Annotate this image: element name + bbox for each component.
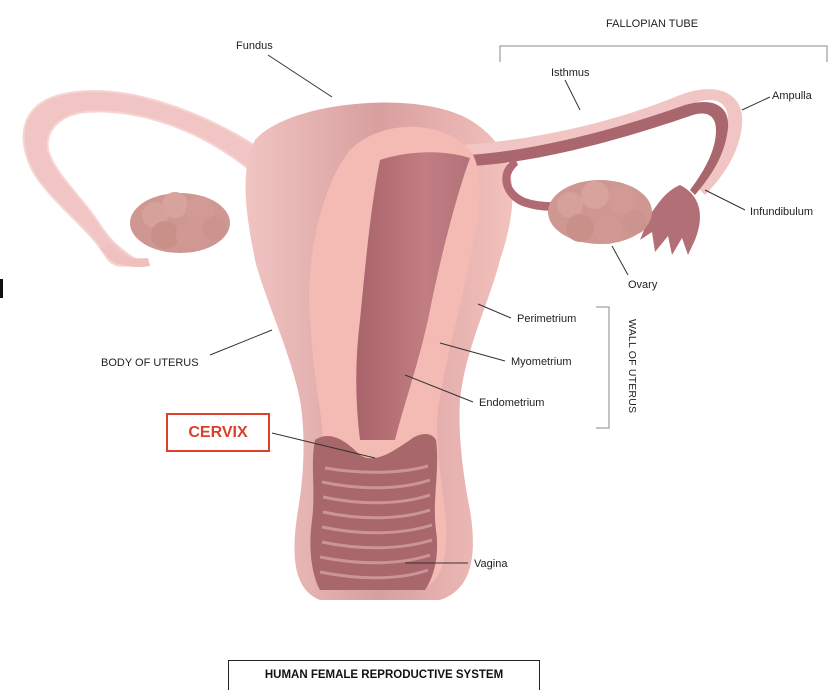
label-perimetrium: Perimetrium [517, 313, 576, 325]
diagram-title-box: HUMAN FEMALE REPRODUCTIVE SYSTEM [228, 660, 540, 690]
label-wall-of-uterus: WALL OF UTERUS [626, 319, 638, 413]
fallopian-tube-bracket [500, 46, 827, 62]
edge-marker [0, 279, 3, 298]
label-cervix: CERVIX [188, 424, 247, 442]
label-body-of-uterus: BODY OF UTERUS [101, 357, 199, 369]
left-fimbriae [100, 245, 150, 267]
label-ampulla: Ampulla [772, 90, 812, 102]
left-ovary [130, 192, 230, 253]
label-myometrium: Myometrium [511, 356, 572, 368]
diagram-title: HUMAN FEMALE REPRODUCTIVE SYSTEM [265, 669, 503, 681]
cervix-highlight-box: CERVIX [166, 413, 270, 452]
label-endometrium: Endometrium [479, 397, 544, 409]
wall-of-uterus-bracket [596, 307, 609, 428]
label-ovary: Ovary [628, 279, 657, 291]
right-ovary [548, 180, 652, 244]
label-infundibulum: Infundibulum [750, 206, 813, 218]
label-fundus: Fundus [236, 40, 273, 52]
label-fallopian-tube: FALLOPIAN TUBE [606, 18, 698, 30]
label-isthmus: Isthmus [551, 67, 590, 79]
label-vagina: Vagina [474, 558, 507, 570]
